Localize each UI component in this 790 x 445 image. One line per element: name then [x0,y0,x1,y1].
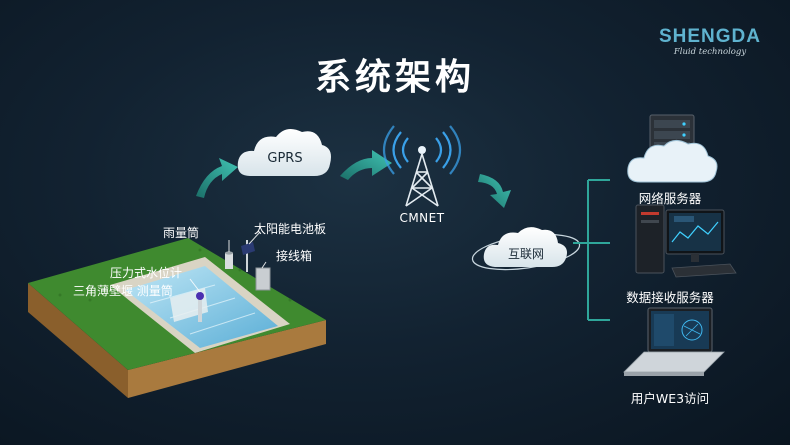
cmnet-label: CMNET [399,211,444,225]
pressure-gauge-sensor [196,292,204,300]
gprs-label: GPRS [267,151,302,166]
arrow-site-to-gprs [196,158,238,198]
data-server-icon [635,204,737,278]
laptop-icon [623,307,725,376]
logo-brand: SHENGDA [658,26,761,47]
internet-label: 互联网 [508,247,544,261]
solar-panel-label: 太阳能电池板 [254,222,327,236]
user-access-label: 用户WE3访问 [630,391,710,406]
solar-panel-device [241,242,255,255]
cmnet-tower-icon [382,125,462,207]
terrain-block [28,238,326,398]
endpoint-connector [573,179,610,321]
arrow-tower-to-internet [478,174,511,208]
page-title: 系统架构 [314,57,475,98]
arrow-gprs-to-tower [340,150,392,180]
web-server-icon [627,114,718,183]
weir-measure-label: 三角薄壁堰 测量筒 [73,284,173,298]
gprs-cloud [237,128,331,176]
rain-gauge-device [225,253,233,269]
internet-cloud [471,227,581,271]
pressure-gauge-label: 压力式水位计 [110,266,183,280]
rain-gauge-label: 雨量筒 [163,226,200,240]
junction-box-label: 接线箱 [276,249,313,263]
data-server-label: 数据接收服务器 [626,290,714,305]
company-logo: SHENGDA Fluid technology [655,26,765,57]
web-server-label: 网络服务器 [638,191,702,206]
junction-box-device [255,267,271,291]
logo-tagline: Fluid technology [673,47,747,57]
